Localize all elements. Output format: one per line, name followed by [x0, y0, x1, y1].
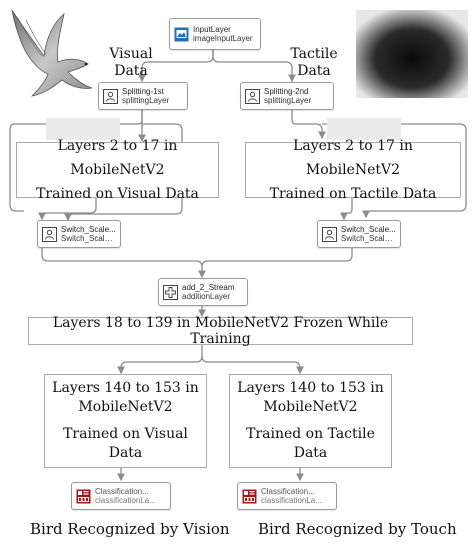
visual-late-line2: MobileNetV2 — [78, 399, 173, 415]
person-icon — [245, 88, 260, 104]
visual-early-line2: Trained on Visual Data — [36, 186, 199, 202]
visual-late-line1: Layers 140 to 153 in — [52, 380, 199, 396]
classification-2-type: classificationLa... — [261, 496, 322, 505]
hidden-layer-bar — [327, 118, 401, 140]
switch-scale-2-name: Switch_Scale... — [341, 225, 396, 234]
tactile-late-layers-block: Layers 140 to 153 in MobileNetV2 Trained… — [229, 374, 392, 468]
add-2-stream-node[interactable]: add_2_Stream additionLayer — [158, 278, 248, 306]
wire-input-split2 — [212, 50, 296, 83]
plus-icon — [163, 284, 178, 300]
tactile-early-line2: Trained on Tactile Data — [269, 186, 437, 202]
wire-frozen-split2 — [201, 355, 304, 375]
image-input-icon — [174, 27, 189, 42]
splitting-2nd-name: Splitting-2nd — [264, 87, 309, 96]
vision-output-label: Bird Recognized by Vision — [30, 520, 230, 538]
add-2-stream-name: add_2_Stream — [182, 283, 235, 292]
tactile-data-label-line2: Data — [297, 63, 331, 79]
splitting-2nd-type: splittingLayer — [264, 96, 312, 105]
input-layer-type: imageInputLayer — [193, 34, 253, 43]
tactile-early-layers-block: Layers 2 to 17 in MobileNetV2 Trained on… — [245, 138, 461, 202]
tactile-late-line3: Trained on Tactile — [246, 426, 375, 442]
tactile-late-line4: Data — [293, 445, 328, 461]
frozen-line1: Layers 18 to 139 in MobileNetV2 Frozen W… — [52, 315, 389, 347]
wire-switch2-add — [201, 248, 353, 268]
input-layer-name: InputLayer — [193, 25, 231, 34]
add-2-stream-type: additionLayer — [182, 292, 231, 301]
switch-scale-1-name: Switch_Scale... — [61, 225, 116, 234]
switch-scale-1-type: Switch_Scale_... — [61, 234, 116, 243]
switch-scale-2-node[interactable]: Switch_Scale... Switch_Scale_... — [317, 220, 401, 248]
classification-icon — [76, 489, 91, 504]
tactile-late-line2: MobileNetV2 — [263, 399, 358, 415]
classification-1-name: Classification... — [95, 487, 149, 496]
frozen-layers-block: Layers 18 to 139 in MobileNetV2 Frozen W… — [28, 315, 413, 347]
tactile-late-line1: Layers 140 to 153 in — [237, 380, 384, 396]
classification-2-node[interactable]: Classification... classificationLa... — [237, 482, 337, 510]
splitting-1st-type: splittingLayer — [122, 96, 170, 105]
visual-late-layers-block: Layers 140 to 153 in MobileNetV2 Trained… — [44, 374, 207, 468]
wire-split2-block — [291, 110, 326, 140]
wire-split1-switch — [64, 123, 183, 222]
classification-icon — [242, 489, 257, 504]
person-icon — [103, 88, 118, 104]
wire-frozen-split — [117, 345, 203, 375]
person-icon — [42, 226, 57, 242]
wire-switch1-add — [41, 248, 206, 279]
hidden-layer-bar — [46, 118, 120, 140]
tactile-data-label-line1: Tactile — [290, 46, 338, 62]
classification-1-node[interactable]: Classification... classificationLa... — [71, 482, 171, 510]
splitting-1st-node[interactable]: Splitting-1st splittingLayer — [98, 82, 188, 110]
visual-early-line1: Layers 2 to 17 in MobileNetV2 — [57, 138, 178, 178]
visual-early-layers-block: Layers 2 to 17 in MobileNetV2 Trained on… — [16, 138, 219, 202]
splitting-1st-name: Splitting-1st — [122, 87, 164, 96]
visual-late-line3: Trained on Visual — [63, 426, 188, 442]
switch-scale-1-node[interactable]: Switch_Scale... Switch_Scale_... — [37, 220, 121, 248]
touch-output-label: Bird Recognized by Touch — [258, 520, 457, 538]
switch-scale-2-type: Switch_Scale_... — [341, 234, 396, 243]
splitting-2nd-node[interactable]: Splitting-2nd splittingLayer — [240, 82, 334, 110]
tactile-image — [356, 10, 468, 98]
input-layer-node[interactable]: InputLayer imageInputLayer — [169, 18, 261, 50]
wire-split1-block — [9, 110, 143, 212]
classification-2-name: Classification... — [261, 487, 315, 496]
visual-late-line4: Data — [108, 445, 143, 461]
wire-split2-bypass — [322, 123, 467, 219]
classification-1-type: classificationLa... — [95, 496, 156, 505]
wire-vblock-switch1 — [38, 198, 97, 221]
person-icon — [322, 226, 337, 242]
tactile-data-label: Tactile Data — [288, 46, 340, 80]
tactile-early-line1: Layers 2 to 17 in MobileNetV2 — [293, 138, 413, 178]
visual-data-label-line2: Data — [114, 63, 148, 79]
visual-data-label-line1: Visual — [109, 46, 153, 62]
visual-data-label: Visual Data — [106, 46, 156, 80]
wire-tblock-switch2 — [340, 198, 353, 221]
bird-image — [11, 9, 93, 97]
